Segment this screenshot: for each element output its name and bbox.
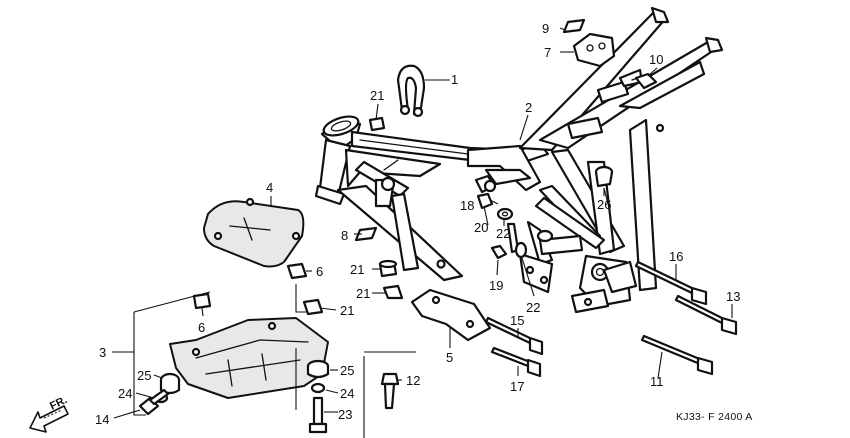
callout-6-upper: 6 — [316, 264, 323, 279]
callout-6-lower: 6 — [198, 320, 205, 335]
callout-5: 5 — [446, 350, 453, 365]
skid-plate — [169, 317, 329, 399]
callout-22-lower: 22 — [526, 300, 540, 315]
callout-22-upper: 22 — [496, 226, 510, 241]
callout-24-left: 24 — [118, 386, 132, 401]
callout-11: 11 — [650, 374, 664, 389]
callout-26: 26 — [597, 197, 611, 212]
callout-21-lower: 21 — [356, 286, 370, 301]
callout-4: 4 — [266, 180, 273, 195]
callout-16: 16 — [669, 249, 683, 264]
callout-25-right: 25 — [340, 363, 354, 378]
callout-19: 19 — [489, 278, 503, 293]
callout-1: 1 — [451, 72, 458, 87]
bolt-23 — [308, 396, 328, 434]
callout-12: 12 — [406, 373, 420, 388]
label-sticker — [562, 18, 586, 34]
callout-18: 18 — [460, 198, 474, 213]
callout-21-top: 21 — [370, 88, 384, 103]
diagram-code: KJ33- F 2400 A — [676, 411, 753, 423]
collar-26 — [594, 165, 614, 188]
grommets — [159, 359, 330, 395]
callout-9: 9 — [542, 21, 549, 36]
main-frame — [314, 6, 724, 314]
nuts-6 — [192, 262, 308, 310]
fastener-group — [474, 174, 528, 260]
callout-13: 13 — [726, 289, 740, 304]
callout-20: 20 — [474, 220, 488, 235]
long-bolts — [484, 260, 738, 378]
hex-bolt — [631, 72, 658, 90]
callout-labels: 1 2 3 4 5 6 6 7 8 9 10 11 12 13 14 15 16… — [95, 21, 740, 427]
callout-8: 8 — [341, 228, 348, 243]
callout-2: 2 — [525, 100, 532, 115]
caution-label — [354, 226, 378, 242]
engine-bracket — [410, 288, 492, 342]
front-direction-arrow-icon: FR. — [29, 394, 69, 433]
callout-3: 3 — [99, 345, 106, 360]
callout-7: 7 — [544, 45, 551, 60]
callout-17: 17 — [510, 379, 524, 394]
callout-24-right: 24 — [340, 386, 354, 401]
callout-14: 14 — [95, 412, 109, 427]
callout-21-right: 21 — [340, 303, 354, 318]
cover-plate — [203, 197, 305, 268]
bolt-12 — [380, 372, 400, 410]
leader-lines — [112, 27, 733, 438]
callout-15: 15 — [510, 313, 524, 328]
callout-23: 23 — [338, 407, 352, 422]
callout-25-left: 25 — [137, 368, 151, 383]
mount-rubber — [572, 32, 616, 68]
callout-21-mid: 21 — [350, 262, 364, 277]
flange-nuts — [302, 116, 404, 316]
u-clamp — [396, 64, 426, 118]
callout-10: 10 — [649, 52, 663, 67]
bolt-14 — [138, 388, 170, 416]
